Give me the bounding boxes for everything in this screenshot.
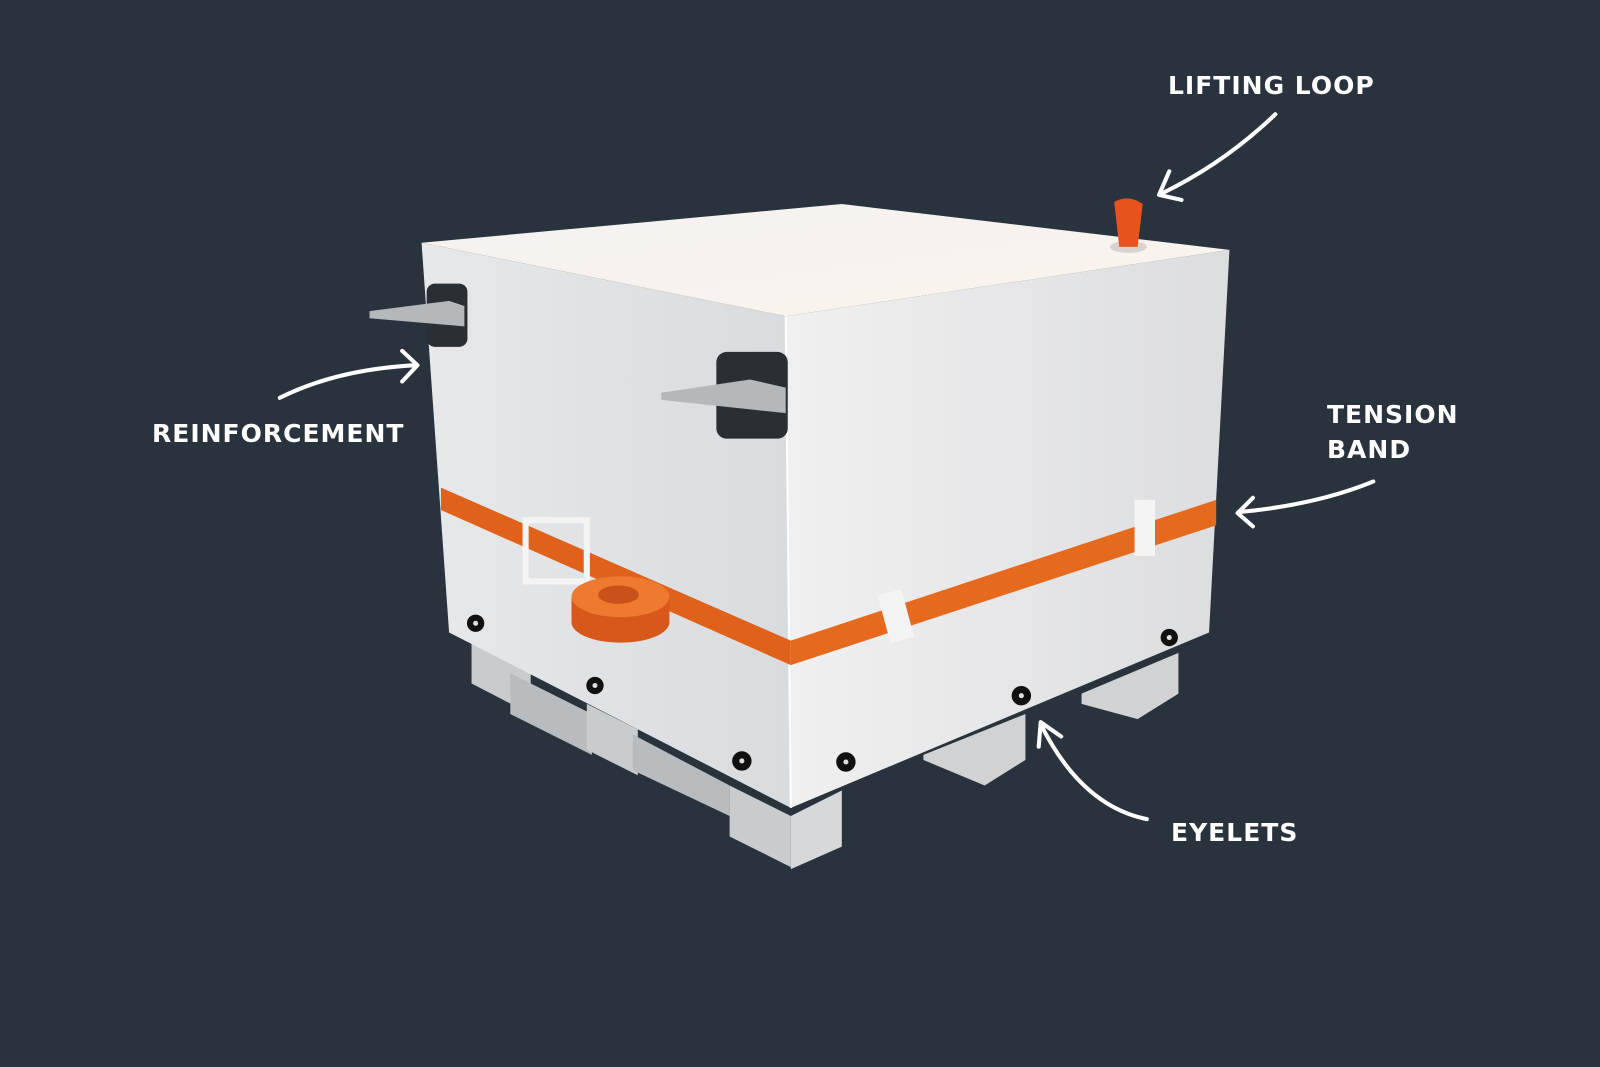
reinforcement-label: REINFORCEMENT <box>152 419 405 448</box>
arrow-tension-band-icon <box>1235 479 1376 529</box>
crate-top <box>421 204 1230 317</box>
arrow-reinforcement-icon <box>277 348 420 400</box>
tension-band-label-line2: BAND <box>1327 435 1412 464</box>
lifting-loop <box>1110 198 1147 253</box>
eyelet-icon <box>732 751 752 771</box>
eyelet-icon <box>836 752 856 772</box>
tension-band <box>440 487 1217 666</box>
tension-band-label-line1: TENSION <box>1327 400 1459 429</box>
reinforcement-handle <box>369 283 788 439</box>
band-ring <box>571 576 670 643</box>
eyelets-label: EYELETS <box>1171 818 1299 847</box>
eyelet-icon <box>586 676 604 695</box>
pallet <box>471 632 1179 870</box>
eyelet-icon <box>1160 628 1178 647</box>
eyelets <box>466 614 1178 772</box>
crate-right-face <box>785 249 1230 808</box>
eyelet-icon <box>466 614 485 632</box>
arrow-lifting-loop-icon <box>1157 112 1278 202</box>
arrow-eyelets-icon <box>1036 720 1149 822</box>
eyelet-icon <box>1011 686 1032 706</box>
crate-left-face <box>421 242 791 808</box>
lifting-loop-label: LIFTING LOOP <box>1168 71 1375 100</box>
